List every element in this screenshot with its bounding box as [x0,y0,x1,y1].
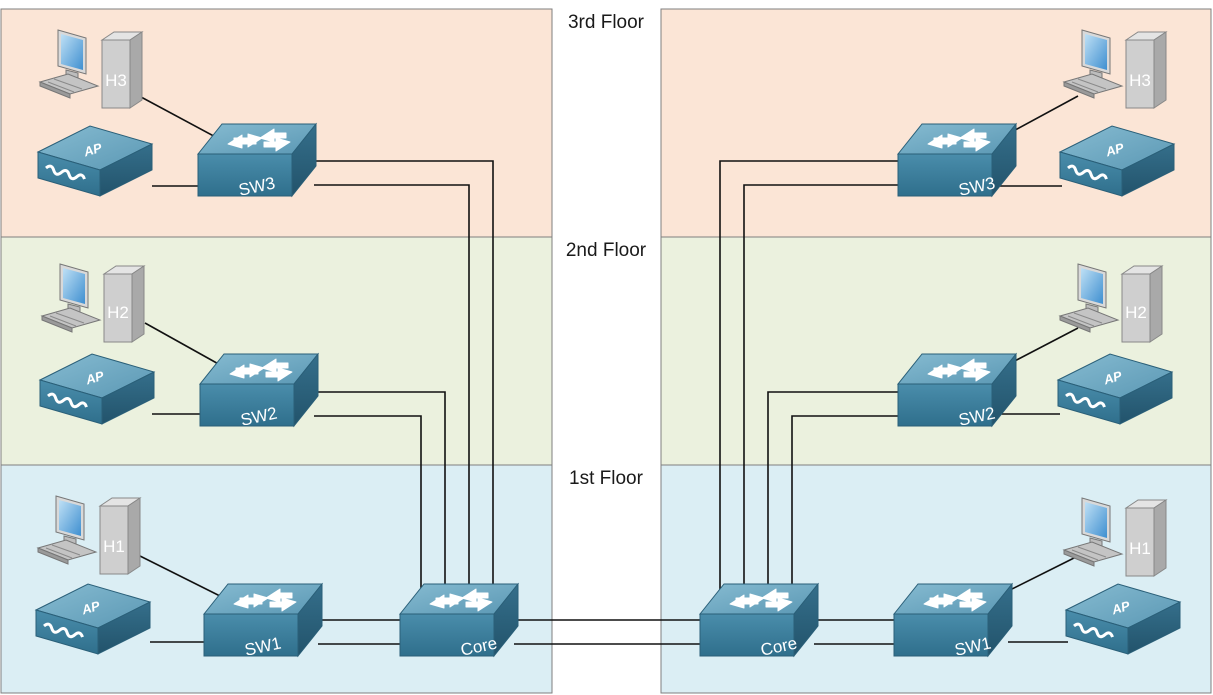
host-label: H3 [1129,71,1151,90]
floor-3-left [0,8,553,238]
host-label: H1 [1129,539,1151,558]
host-h2-left[interactable]: H2 [41,263,145,343]
switch-sw2-left[interactable]: SW2 [199,353,319,430]
host-h1-left[interactable]: H1 [37,495,141,575]
link-sw3-core-left-b [314,184,470,596]
switch-sw2-right[interactable]: SW2 [897,353,1017,430]
ap-label: AP [1109,598,1132,618]
host-h3-right[interactable]: H3 [1063,29,1167,109]
ap-floor3-left[interactable]: AP [36,124,154,198]
link-sw2-core-left-a [314,391,446,596]
link-sw3-core-right-b [743,184,900,596]
ap-floor2-right[interactable]: AP [1056,352,1174,426]
floor-label-1: 1st Floor [569,468,644,489]
switch-core-right[interactable]: Core [699,583,819,660]
host-label: H2 [1125,303,1147,322]
floor-2-right [660,236,1212,466]
ap-floor1-right[interactable]: AP [1064,582,1182,656]
ap-label: AP [79,598,102,618]
switch-sw3-left[interactable]: SW3 [197,123,317,200]
ap-label: AP [81,140,104,160]
link-sw3-core-left-a [314,160,494,596]
floor-label-3: 3rd Floor [568,12,645,33]
ap-floor3-right[interactable]: AP [1058,124,1176,198]
ap-label: AP [1103,140,1126,160]
link-sw2-core-right-b [791,415,900,596]
ap-floor1-left[interactable]: AP [34,582,152,656]
host-h1-right[interactable]: H1 [1063,497,1167,577]
floor-3-right [660,8,1212,238]
host-h2-right[interactable]: H2 [1059,263,1163,343]
floor-label-2: 2nd Floor [566,240,647,261]
host-h3-left[interactable]: H3 [39,29,143,109]
link-sw3-core-right-a [719,160,900,596]
host-label: H3 [105,71,127,90]
ap-label: AP [1101,368,1124,388]
switch-sw1-right[interactable]: SW1 [893,583,1013,660]
host-label: H2 [107,303,129,322]
building-right [660,8,1212,694]
link-sw2-core-left-b [314,415,422,596]
building-left [0,8,553,694]
ap-floor2-left[interactable]: AP [38,352,156,426]
ap-label: AP [83,368,106,388]
switch-core-left[interactable]: Core [399,583,519,660]
switch-sw3-right[interactable]: SW3 [897,123,1017,200]
link-sw2-core-right-a [767,391,900,596]
floor-2-left [0,236,553,466]
switch-sw1-left[interactable]: SW1 [203,583,323,660]
host-label: H1 [103,537,125,556]
